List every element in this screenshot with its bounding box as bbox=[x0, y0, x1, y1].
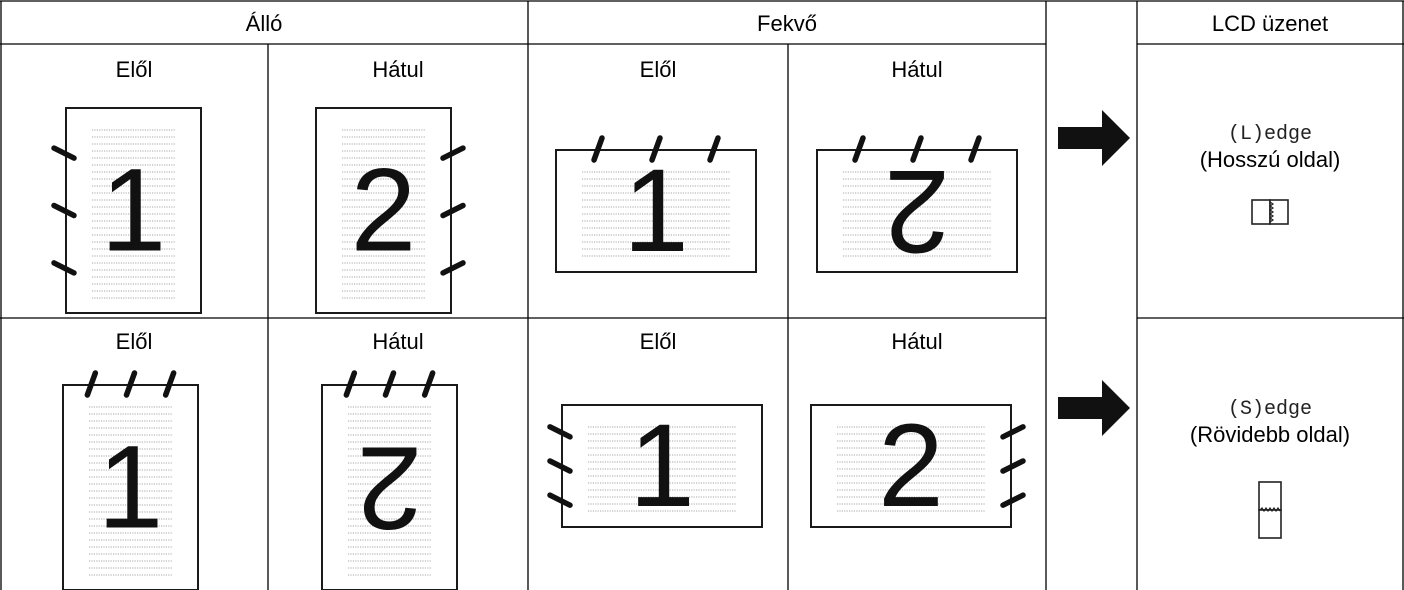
page-number: 2 bbox=[884, 145, 950, 277]
row2-portrait-back-label: Hátul bbox=[372, 329, 423, 354]
long-edge-book-icon bbox=[1251, 199, 1289, 225]
page-number: 1 bbox=[623, 145, 689, 277]
binding-rings-icon bbox=[343, 370, 436, 398]
right-arrow-icon bbox=[1058, 380, 1130, 436]
binding-rings-icon bbox=[51, 145, 77, 276]
ruled-lines bbox=[588, 426, 736, 512]
binding-rings-icon bbox=[547, 424, 573, 508]
page-sheet bbox=[555, 149, 757, 273]
page-landscape-back-right-binding: 2 bbox=[810, 400, 1026, 532]
header-portrait: Álló bbox=[246, 11, 283, 36]
page-sheet bbox=[810, 404, 1012, 528]
page-portrait-back-right-binding: 2 bbox=[315, 107, 466, 314]
short-edge-flip-icon bbox=[1258, 481, 1282, 539]
lcd-short-edge-code: (S)edge bbox=[1228, 398, 1312, 421]
lcd-long-edge-code: (L)edge bbox=[1228, 123, 1312, 146]
page-number: 1 bbox=[101, 145, 167, 277]
page-sheet bbox=[62, 384, 199, 590]
binding-rings-icon bbox=[1000, 424, 1026, 508]
ruled-lines bbox=[89, 406, 172, 576]
row1-portrait-back-label: Hátul bbox=[372, 57, 423, 82]
page-portrait-back-top-binding: 2 bbox=[321, 370, 458, 590]
page-number: 1 bbox=[629, 400, 695, 532]
ruled-lines bbox=[348, 406, 431, 576]
ruled-lines bbox=[92, 129, 175, 299]
binding-rings-icon bbox=[84, 370, 177, 398]
page-sheet bbox=[561, 404, 763, 528]
ruled-lines bbox=[843, 171, 991, 257]
row1-landscape-front-label: Elől bbox=[640, 57, 677, 82]
ruled-lines bbox=[837, 426, 985, 512]
page-landscape-back-top-binding: 2 bbox=[816, 135, 1018, 277]
page-number: 1 bbox=[98, 422, 164, 554]
binding-rings-icon bbox=[591, 135, 721, 163]
ruled-lines bbox=[582, 171, 730, 257]
lcd-short-edge-desc: (Rövidebb oldal) bbox=[1190, 422, 1350, 447]
page-sheet bbox=[65, 107, 202, 314]
header-lcd: LCD üzenet bbox=[1212, 11, 1328, 36]
page-sheet bbox=[315, 107, 452, 314]
row1-portrait-front-label: Elől bbox=[116, 57, 153, 82]
page-number: 2 bbox=[878, 400, 944, 532]
row2-portrait-front-label: Elől bbox=[116, 329, 153, 354]
right-arrow-icon bbox=[1058, 110, 1130, 166]
ruled-lines bbox=[342, 129, 425, 299]
row2-landscape-front-label: Elől bbox=[640, 329, 677, 354]
binding-rings-icon bbox=[852, 135, 982, 163]
page-number: 2 bbox=[351, 145, 417, 277]
row1-landscape-back-label: Hátul bbox=[891, 57, 942, 82]
page-illustrations: 1 2 1 2 1 2 1 2 bbox=[51, 107, 1026, 590]
page-landscape-front-left-binding: 1 bbox=[547, 400, 763, 532]
page-landscape-front-top-binding: 1 bbox=[555, 135, 757, 277]
page-sheet bbox=[321, 384, 458, 590]
page-portrait-front-top-binding: 1 bbox=[62, 370, 199, 590]
page-sheet bbox=[816, 149, 1018, 273]
binding-rings-icon bbox=[440, 145, 466, 276]
row2-landscape-back-label: Hátul bbox=[891, 329, 942, 354]
header-landscape: Fekvő bbox=[757, 11, 817, 36]
page-portrait-front-left-binding: 1 bbox=[51, 107, 202, 314]
lcd-long-edge-desc: (Hosszú oldal) bbox=[1200, 147, 1341, 172]
page-number: 2 bbox=[357, 422, 423, 554]
